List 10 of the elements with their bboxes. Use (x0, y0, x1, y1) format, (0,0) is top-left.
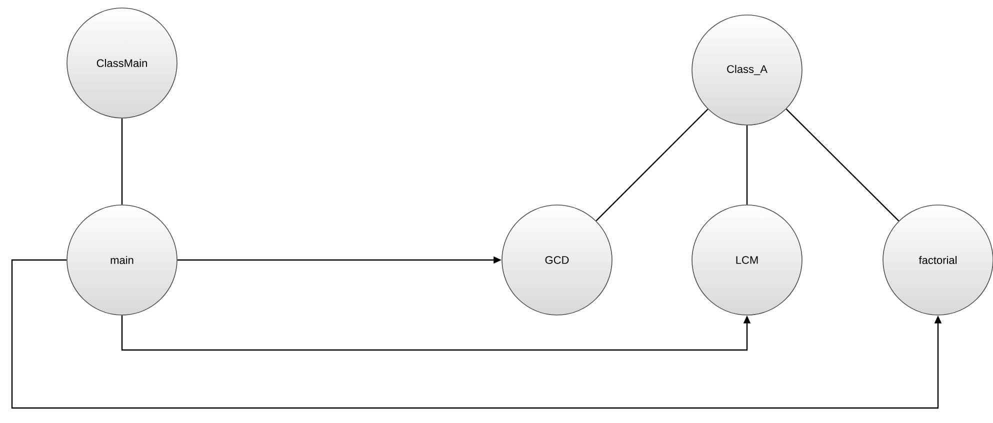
circle-node: GCD (502, 204, 612, 316)
circle-node: LCM (692, 204, 802, 316)
connector (596, 108, 708, 222)
connector (786, 108, 900, 222)
circle-node: main (66, 204, 178, 316)
connector (121, 118, 123, 205)
circle-node: Class_A (692, 14, 802, 126)
connector (746, 125, 748, 205)
circle-node: factorial (882, 204, 993, 316)
circle-node: ClassMain (66, 8, 178, 118)
